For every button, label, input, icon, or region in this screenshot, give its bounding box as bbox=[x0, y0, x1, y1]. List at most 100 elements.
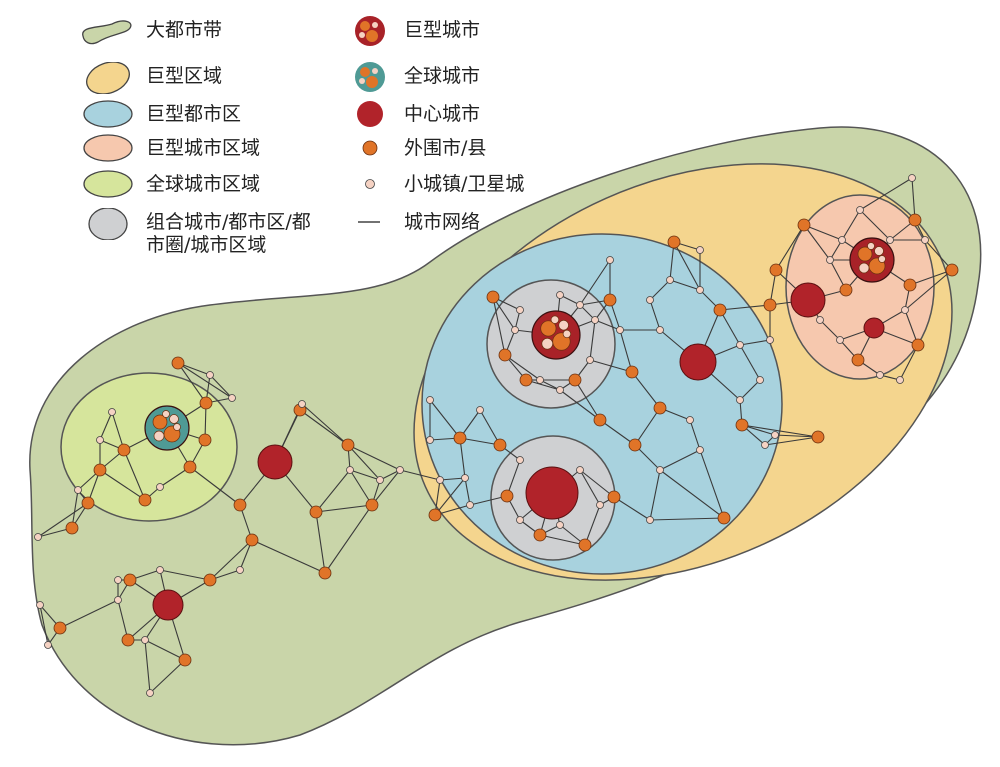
network-link bbox=[719, 304, 771, 311]
central-city-symbol-icon bbox=[357, 101, 383, 127]
peripheral-city-node bbox=[769, 263, 783, 277]
peripheral-city-node bbox=[493, 438, 507, 452]
network-link bbox=[479, 409, 501, 446]
small-town-node bbox=[886, 236, 894, 244]
central-city-node bbox=[257, 444, 293, 480]
peripheral-city-node bbox=[500, 489, 514, 503]
legend-item-megacity: 巨型城市 bbox=[350, 16, 480, 48]
peripheral-city-node bbox=[171, 356, 185, 370]
cluster-member bbox=[858, 262, 870, 274]
legend-item-network: 城市网络 bbox=[350, 208, 480, 240]
network-link bbox=[144, 639, 151, 694]
small-town-node bbox=[466, 501, 474, 509]
peripheral-city-node bbox=[486, 290, 500, 304]
network-link bbox=[429, 399, 461, 439]
network-link bbox=[764, 436, 819, 446]
small-town-node bbox=[114, 576, 122, 584]
peripheral-city-node bbox=[123, 573, 137, 587]
small-town-node bbox=[206, 371, 214, 379]
network-link bbox=[149, 659, 186, 694]
network-link bbox=[619, 329, 633, 373]
small-town-node bbox=[44, 641, 52, 649]
mega-city-region-area bbox=[785, 194, 935, 380]
legend-label: 巨型都市区 bbox=[146, 103, 242, 125]
network-link bbox=[669, 279, 701, 291]
network-link bbox=[673, 241, 701, 291]
peripheral-symbol-icon bbox=[362, 140, 378, 156]
network-link bbox=[347, 444, 401, 471]
legend-label: 组合城市/都市区/都 市圈/城市区域 bbox=[146, 211, 311, 256]
cluster-member bbox=[162, 410, 170, 418]
network-link bbox=[504, 354, 541, 381]
network-link bbox=[904, 269, 953, 311]
network-link bbox=[99, 411, 113, 441]
network-link bbox=[649, 279, 671, 301]
network-link bbox=[649, 469, 661, 521]
belt-symbol-icon bbox=[82, 20, 132, 45]
legend-label: 大都市带 bbox=[146, 19, 223, 41]
network-link bbox=[177, 362, 233, 399]
global-city-symbol-icon bbox=[355, 62, 385, 92]
network-link bbox=[803, 224, 843, 241]
small-town-node bbox=[146, 689, 154, 697]
legend-item-combined: 组合城市/都市区/都 市圈/城市区域 bbox=[80, 208, 311, 257]
small-town-node bbox=[896, 376, 904, 384]
network-link bbox=[739, 344, 761, 381]
small-town-node bbox=[856, 206, 864, 214]
network-link bbox=[117, 599, 129, 641]
network-link bbox=[774, 434, 819, 438]
peripheral-city-node bbox=[81, 496, 95, 510]
network-link bbox=[299, 409, 349, 446]
small-town-node bbox=[838, 236, 846, 244]
legend-item-central-city: 中心城市 bbox=[350, 100, 480, 132]
small-town-node bbox=[876, 371, 884, 379]
network-link bbox=[859, 209, 891, 241]
peripheral-city-node bbox=[735, 418, 749, 432]
small-town-node bbox=[761, 441, 769, 449]
peripheral-city-node bbox=[851, 353, 865, 367]
network-link bbox=[177, 362, 207, 404]
small-town-node bbox=[156, 483, 164, 491]
legend-label: 巨型城市 bbox=[404, 19, 481, 41]
peripheral-city-node bbox=[653, 401, 667, 415]
small-town-node bbox=[511, 326, 519, 334]
legend-label: 小城镇/卫星城 bbox=[404, 173, 525, 195]
network-link bbox=[251, 539, 326, 574]
small-town-node bbox=[96, 436, 104, 444]
network-link bbox=[434, 477, 466, 516]
peripheral-city-node bbox=[593, 413, 607, 427]
small-town-node bbox=[596, 501, 604, 509]
peripheral-city-node bbox=[713, 303, 727, 317]
central-city-node bbox=[679, 343, 717, 381]
network-link bbox=[594, 319, 621, 331]
peripheral-city-node bbox=[797, 218, 811, 232]
cluster-member bbox=[540, 320, 557, 337]
peripheral-city-node bbox=[245, 533, 259, 547]
network-link bbox=[909, 269, 953, 286]
network-link bbox=[301, 403, 349, 446]
peripheral-city-node bbox=[65, 521, 79, 535]
legend-item-peripheral: 外围市/县 bbox=[350, 134, 486, 166]
cluster-member bbox=[867, 242, 875, 250]
small-town-node bbox=[516, 306, 524, 314]
network-link bbox=[659, 469, 725, 519]
small-town-node bbox=[436, 476, 444, 484]
small-town-node bbox=[74, 486, 82, 494]
small-town-node bbox=[606, 256, 614, 264]
small-town-node bbox=[586, 356, 594, 364]
small-town-node bbox=[426, 396, 434, 404]
legend-item-mega-region: 巨型区域 bbox=[80, 62, 222, 94]
network-link bbox=[613, 496, 651, 521]
network-link bbox=[39, 604, 49, 646]
peripheral-city-node bbox=[603, 293, 617, 307]
network-link bbox=[634, 407, 661, 446]
network-link bbox=[689, 419, 701, 451]
small-town-node bbox=[836, 336, 844, 344]
cluster-member bbox=[874, 246, 884, 256]
network-link bbox=[492, 296, 506, 356]
peripheral-city-node bbox=[53, 621, 67, 635]
small-town-node bbox=[646, 296, 654, 304]
network-link bbox=[739, 339, 771, 346]
peripheral-city-node bbox=[628, 438, 642, 452]
combined-symbol-icon bbox=[88, 208, 128, 240]
